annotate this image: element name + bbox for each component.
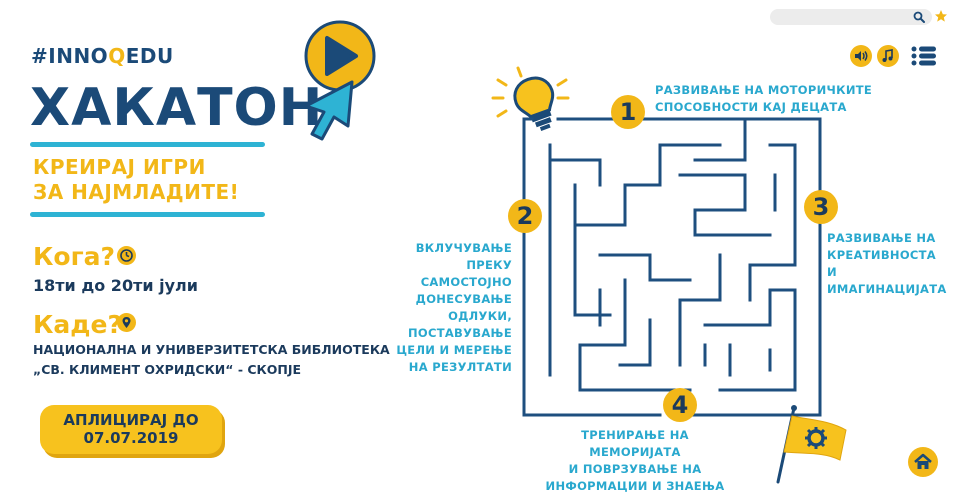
play-button[interactable] bbox=[292, 12, 392, 142]
brand-q: Q bbox=[108, 44, 126, 68]
music-icon bbox=[882, 49, 893, 62]
step-2-number: 2 bbox=[516, 202, 534, 230]
step-2-line: ЦЕЛИ И МЕРЕЊЕ bbox=[396, 343, 512, 357]
location-pin-icon bbox=[117, 313, 136, 332]
where-value: НАЦИОНАЛНА И УНИВЕРЗИТЕТСКА БИБЛИОТЕКА „… bbox=[33, 340, 390, 380]
where-label: Каде? bbox=[33, 310, 122, 339]
step-2-line: ВКЛУЧУВАЊЕ ПРЕКУ bbox=[415, 241, 512, 272]
subtitle: КРЕИРАЈ ИГРИ ЗА НАЈМЛАДИТЕ! bbox=[33, 155, 239, 205]
lightbulb-icon bbox=[491, 66, 570, 131]
page-title: ХАКАТОН bbox=[30, 78, 324, 138]
step-4-line: ТРЕНИРАЊЕ НА МЕМОРИЈАТА bbox=[581, 428, 689, 459]
sound-button[interactable] bbox=[850, 45, 872, 67]
step-1-badge: 1 bbox=[611, 95, 645, 129]
cursor-icon bbox=[304, 80, 354, 141]
brand-edu: EDU bbox=[125, 44, 174, 68]
step-2-line: ПОСТАВУВАЊЕ bbox=[407, 326, 512, 340]
brand-logo: #INNOQEDU bbox=[31, 44, 174, 68]
flag-gear-icon bbox=[776, 405, 847, 484]
subtitle-underline bbox=[30, 212, 265, 217]
step-3-text: РАЗВИВАЊЕ НА КРЕАТИВНОСТА И ИМАГИНАЦИЈАТ… bbox=[827, 230, 960, 298]
where-line-1: НАЦИОНАЛНА И УНИВЕРЗИТЕТСКА БИБЛИОТЕКА bbox=[33, 342, 390, 357]
subtitle-line-2: ЗА НАЈМЛАДИТЕ! bbox=[33, 180, 240, 204]
step-3-number: 3 bbox=[812, 193, 830, 221]
home-icon bbox=[914, 453, 932, 469]
subtitle-line-1: КРЕИРАЈ ИГРИ bbox=[33, 155, 206, 179]
step-2-badge: 2 bbox=[508, 199, 542, 233]
step-3-line: КРЕАТИВНОСТА bbox=[827, 248, 937, 262]
step-4-number: 4 bbox=[671, 391, 689, 419]
step-2-line: САМОСТОЈНО bbox=[420, 275, 512, 289]
home-button[interactable] bbox=[908, 447, 938, 477]
step-1-text: РАЗВИВАЊЕ НА МОТОРИЧКИТЕ СПОСОБНОСТИ КАЈ… bbox=[655, 82, 872, 116]
step-2-line: ДОНЕСУВАЊЕ ОДЛУКИ, bbox=[415, 292, 512, 323]
step-3-line: РАЗВИВАЊЕ НА bbox=[827, 231, 936, 245]
apply-button[interactable]: АПЛИЦИРАЈ ДО 07.07.2019 bbox=[40, 405, 222, 454]
music-button[interactable] bbox=[877, 45, 899, 67]
maze bbox=[522, 117, 822, 417]
step-4-badge: 4 bbox=[663, 388, 697, 422]
step-2-text: ВКЛУЧУВАЊЕ ПРЕКУ САМОСТОЈНО ДОНЕСУВАЊЕ О… bbox=[382, 240, 512, 376]
when-label: Кога? bbox=[33, 242, 116, 271]
where-line-2: „СВ. КЛИМЕНТ ОХРИДСКИ“ - СКОПЈЕ bbox=[33, 362, 302, 377]
step-1-line: РАЗВИВАЊЕ НА МОТОРИЧКИТЕ bbox=[655, 83, 873, 97]
apply-button-line-1: АПЛИЦИРАЈ ДО bbox=[63, 411, 199, 429]
step-1-number: 1 bbox=[619, 98, 637, 126]
step-4-text: ТРЕНИРАЊЕ НА МЕМОРИЈАТА И ПОВРЗУВАЊЕ НА … bbox=[545, 427, 725, 495]
step-3-badge: 3 bbox=[804, 190, 838, 224]
search-input[interactable] bbox=[776, 9, 906, 25]
when-value: 18ти до 20ти јули bbox=[33, 276, 198, 295]
step-1-line: СПОСОБНОСТИ КАЈ ДЕЦАТА bbox=[655, 100, 847, 114]
title-underline bbox=[30, 142, 265, 147]
step-4-line: И ПОВРЗУВАЊЕ НА bbox=[568, 462, 702, 476]
step-4-line: ИНФОРМАЦИИ И ЗНАЕЊА bbox=[545, 479, 725, 493]
brand-hash: #INNO bbox=[31, 44, 109, 68]
star-icon[interactable] bbox=[934, 9, 948, 23]
menu-icon[interactable] bbox=[911, 45, 937, 67]
clock-icon bbox=[117, 246, 136, 265]
search-icon[interactable] bbox=[913, 11, 925, 23]
sound-icon bbox=[855, 51, 868, 61]
search-bar[interactable] bbox=[770, 9, 932, 25]
apply-button-line-2: 07.07.2019 bbox=[83, 429, 179, 447]
step-3-line: И ИМАГИНАЦИЈАТА bbox=[827, 265, 947, 296]
step-2-line: НА РЕЗУЛТАТИ bbox=[408, 360, 512, 374]
